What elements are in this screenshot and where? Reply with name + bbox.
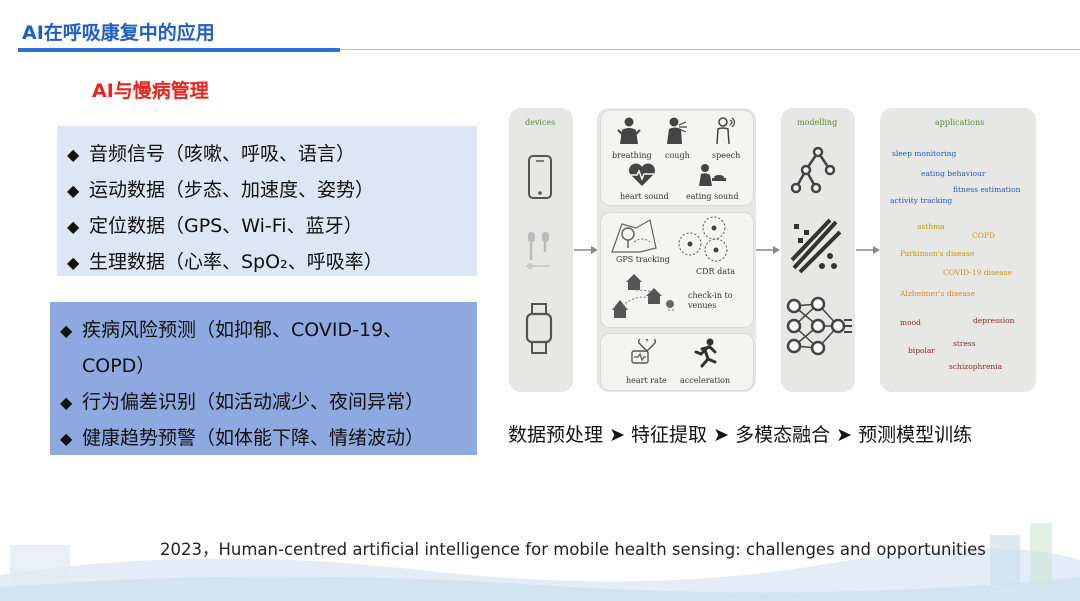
list-item-continuation: COPD） [82,355,156,377]
app-asthma: asthma [917,222,945,231]
list-item-text: 疾病风险预测（如抑郁、COVID-19、 [82,319,403,341]
devices-header: devices [525,118,556,127]
eating-sound-label: eating sound [686,192,739,201]
decision-tree-icon [790,146,836,194]
list-item-text: 行为偏差识别（如活动减少、夜间异常） [82,391,425,413]
list-item-text: 运动数据（步态、加速度、姿势） [89,179,375,201]
page-title: AI在呼吸康复中的应用 [22,22,215,44]
smartwatch-icon [525,303,553,354]
cdr-label: CDR data [696,267,735,276]
app-stress: stress [953,339,976,348]
pipeline-step: 特征提取 [631,424,708,446]
list-item: ◆ 生理数据（心率、SpO₂、呼吸率） [67,244,477,280]
flow-arrow-icon [856,246,880,254]
title-divider [340,49,1080,50]
pipeline-step: 数据预处理 [508,424,604,446]
scatter-clustering-icon [790,218,842,274]
app-activity-tracking: activity tracking [890,196,953,205]
app-fitness-estimation: fitness estimation [953,185,1021,194]
running-person-icon [694,338,717,368]
app-schizophrenia: schizophrenia [949,362,1003,371]
speech-label: speech [712,151,741,160]
breathing-person-icon [617,117,641,144]
arrow-right-icon: ➤ [836,424,853,446]
list-item-text: 健康趋势预警（如体能下降、情绪波动） [82,427,425,449]
arrow-right-icon: ➤ [609,424,625,446]
applications-header: applications [935,118,985,127]
audio-subpanel [600,110,754,206]
app-parkinsons: Parkinson's disease [900,249,975,258]
list-item-text: 生理数据（心率、SpO₂、呼吸率） [89,251,383,273]
cough-person-icon [667,117,687,144]
heart-rate-label: heart rate [626,376,667,385]
app-depression: depression [973,316,1015,325]
heart-rate-icon [631,339,656,364]
flow-arrow-icon [574,246,598,254]
diamond-bullet-icon: ◆ [67,217,80,236]
earbuds-icon [526,232,550,269]
heart-sound-label: heart sound [620,192,669,201]
motion-subpanel [600,333,754,391]
diamond-bullet-icon: ◆ [67,181,80,200]
smartphone-icon [528,155,552,199]
checkin-venues-icon [612,274,676,318]
list-item: ◆ 音频信号（咳嗽、呼吸、语言） [67,136,477,172]
list-item-text: 音频信号（咳嗽、呼吸、语言） [89,143,356,165]
diamond-bullet-icon: ◆ [60,429,73,448]
app-copd: COPD [972,231,995,240]
cell-tower-icon [678,216,728,262]
modelling-header: modelling [797,118,838,127]
applications-box: ◆ 疾病风险预测（如抑郁、COVID-19、 COPD） ◆ 行为偏差识别（如活动减… [50,302,477,455]
pipeline-step: 预测模型训练 [858,424,973,446]
acceleration-label: acceleration [680,376,731,385]
section-subtitle: AI与慢病管理 [92,80,209,102]
diamond-bullet-icon: ◆ [67,253,80,272]
heart-sound-icon [629,163,655,186]
checkin-label-line2: venues [688,301,717,310]
decorative-background [0,523,1080,601]
breathing-label: breathing [612,151,652,160]
list-item: ◆ 行为偏差识别（如活动减少、夜间异常） [60,384,477,420]
speech-person-icon [716,117,736,145]
app-eating-behaviour: eating behaviour [921,169,986,178]
app-bipolar: bipolar [908,346,935,355]
diamond-bullet-icon: ◆ [60,393,73,412]
arrow-right-icon: ➤ [713,424,730,446]
gps-map-icon [611,219,657,253]
eating-person-icon [699,164,726,186]
list-item: ◆ 运动数据（步态、加速度、姿势） [67,172,477,208]
list-item: ◆ 疾病风险预测（如抑郁、COVID-19、 [60,312,477,348]
applications-panel [880,108,1036,392]
pipeline-step: 多模态融合 [735,424,831,446]
title-underline [18,48,340,52]
neural-network-icon [786,296,852,356]
diamond-bullet-icon: ◆ [67,145,80,164]
list-item-text: 定位数据（GPS、Wi-Fi、蓝牙） [89,215,363,237]
app-covid19: COVID-19 disease [943,268,1012,277]
app-sleep-monitoring: sleep monitoring [892,149,957,158]
list-item: ◆ 健康趋势预警（如体能下降、情绪波动） [60,420,477,456]
data-sources-box: ◆ 音频信号（咳嗽、呼吸、语言） ◆ 运动数据（步态、加速度、姿势） ◆ 定位数据（G… [57,126,477,276]
pipeline-steps: 数据预处理 ➤ 特征提取 ➤ 多模态融合 ➤ 预测模型训练 [508,420,972,447]
app-alzheimers: Alzheimer's disease [900,289,976,298]
cough-label: cough [665,151,690,160]
citation: 2023，Human-centred artificial intelligen… [160,540,986,559]
diamond-bullet-icon: ◆ [60,321,73,340]
gps-label: GPS tracking [616,255,670,264]
list-item: ◆ 定位数据（GPS、Wi-Fi、蓝牙） [67,208,477,244]
app-mood: mood [900,318,921,327]
flow-arrow-icon [756,246,780,254]
checkin-label-line1: check-in to [688,291,733,300]
